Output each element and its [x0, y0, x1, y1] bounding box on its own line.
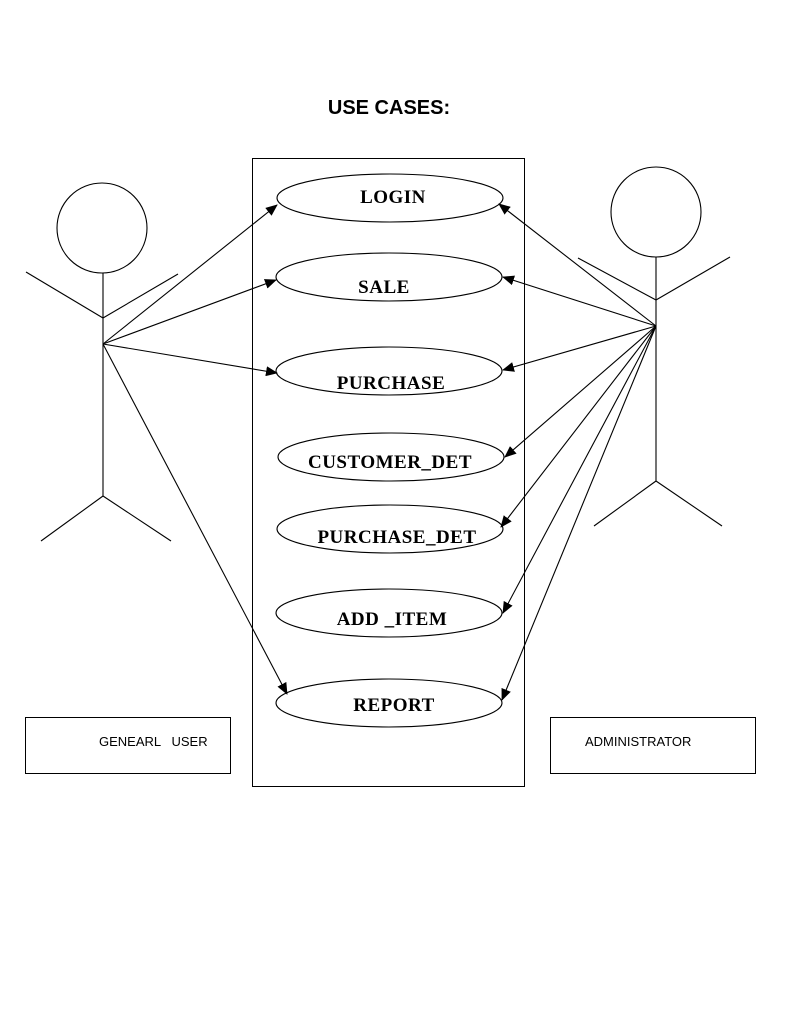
administrator-actor-figure [577, 166, 731, 527]
use-case-label: PURCHASE_DET [317, 527, 476, 548]
use-case-sale: SALE [275, 252, 503, 302]
use-case-ellipse [277, 432, 505, 482]
association-arrow-administrator-report [501, 325, 657, 701]
use-case-ellipse [275, 678, 503, 728]
use-case-login: LOGIN [276, 173, 504, 223]
general-user-label-box: GENEARL USER [25, 717, 231, 774]
system-boundary [252, 158, 525, 787]
use-case-ellipse [276, 173, 504, 223]
actor-leg-left [40, 495, 104, 542]
actor-head [56, 182, 148, 274]
use-case-label: LOGIN [360, 187, 426, 208]
association-arrow-administrator-add-item [502, 325, 657, 614]
actor-head [610, 166, 702, 258]
association-arrow-administrator-purchase-det [500, 325, 657, 528]
use-case-label: ADD _ITEM [337, 609, 448, 630]
association-arrow-general-user-sale [102, 279, 277, 345]
association-arrow-administrator-login [498, 203, 657, 327]
actor-arm-left [25, 271, 104, 319]
use-case-label: CUSTOMER_DET [308, 452, 472, 473]
actor-leg-right [102, 495, 172, 542]
actor-leg-left [593, 480, 657, 527]
association-arrow-general-user-purchase [102, 343, 278, 377]
association-arrow-administrator-customer-det [504, 325, 657, 458]
administrator-label-box: ADMINISTRATOR [550, 717, 756, 774]
general-user-associations [102, 204, 288, 695]
association-arrow-administrator-sale [502, 275, 657, 327]
use-case-customer-det: CUSTOMER_DET [277, 432, 505, 482]
administrator-label: ADMINISTRATOR [585, 734, 691, 749]
use-case-label: PURCHASE [337, 373, 446, 394]
association-arrow-administrator-purchase [502, 325, 657, 372]
actor-leg-right [655, 480, 723, 527]
use-case-add-item: ADD _ITEM [275, 588, 503, 638]
actor-arm-right [102, 273, 179, 319]
general-user-actor-figure [25, 182, 179, 542]
use-case-label: REPORT [353, 695, 435, 716]
general-user-label: GENEARL USER [99, 734, 208, 749]
actor-arm-left [577, 257, 657, 301]
actor-label-frame [25, 717, 231, 774]
actor-label-frame [550, 717, 756, 774]
use-case-purchase-det: PURCHASE_DET [276, 504, 504, 554]
administrator-associations [498, 203, 657, 701]
use-case-label: SALE [358, 277, 410, 298]
use-case-ellipse [276, 504, 504, 554]
association-arrow-general-user-report [102, 343, 288, 695]
actor-arm-right [655, 256, 731, 301]
diagram-title: USE CASES: [328, 97, 450, 119]
use-case-report: REPORT [275, 678, 503, 728]
association-arrow-general-user-login [102, 204, 278, 345]
use-case-ellipse [275, 588, 503, 638]
use-case-purchase: PURCHASE [275, 346, 503, 396]
use-case-ellipse [275, 252, 503, 302]
